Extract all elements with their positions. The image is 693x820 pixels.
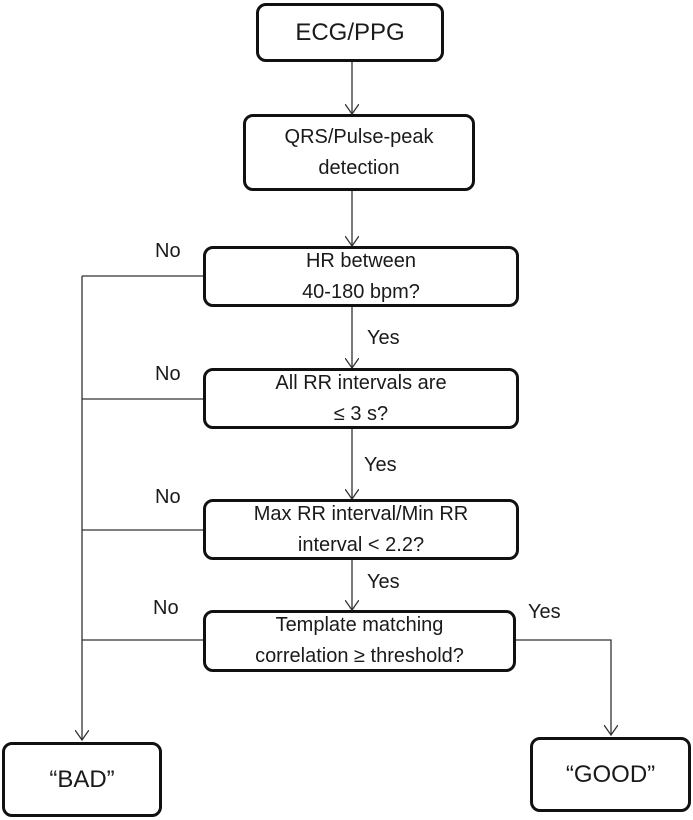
arrow-template-yes-to-good [516,639,611,735]
label-hr-yes: Yes [367,327,400,349]
node-ecg-ppg-text: ECG/PPG [295,19,405,46]
node-hr-check: HR between 40-180 bpm? [203,246,519,307]
node-hr-check-line1: HR between [305,249,417,272]
node-ratio-check-line1: Max RR interval/Min RR [253,502,469,525]
node-peak-detection-line2: detection [318,156,400,179]
node-bad-text: “BAD” [49,766,115,793]
node-ratio-check-line2: interval < 2.2? [297,533,425,556]
node-rr-check-line2: ≤ 3 s? [333,402,389,425]
node-bad: “BAD” [2,742,162,817]
label-hr-no: No [155,240,181,262]
node-ecg-ppg: ECG/PPG [256,3,444,62]
node-peak-detection-line1: QRS/Pulse-peak [284,125,434,148]
node-peak-detection: QRS/Pulse-peak detection [243,114,475,191]
node-rr-check: All RR intervals are ≤ 3 s? [203,368,519,429]
label-template-no: No [153,597,179,619]
label-ratio-no: No [155,486,181,508]
label-ratio-yes: Yes [367,571,400,593]
node-ratio-check: Max RR interval/Min RR interval < 2.2? [203,499,519,560]
label-rr-no: No [155,363,181,385]
node-good-text: “GOOD” [565,761,656,788]
node-template-check: Template matching correlation ≥ threshol… [203,610,516,672]
node-rr-check-line1: All RR intervals are [275,371,447,394]
node-template-check-line1: Template matching [275,614,444,636]
node-good: “GOOD” [530,737,691,812]
label-template-yes: Yes [528,601,561,623]
node-template-check-line2: correlation ≥ threshold? [255,645,464,667]
node-hr-check-line2: 40-180 bpm? [302,280,420,303]
label-rr-yes: Yes [364,454,397,476]
